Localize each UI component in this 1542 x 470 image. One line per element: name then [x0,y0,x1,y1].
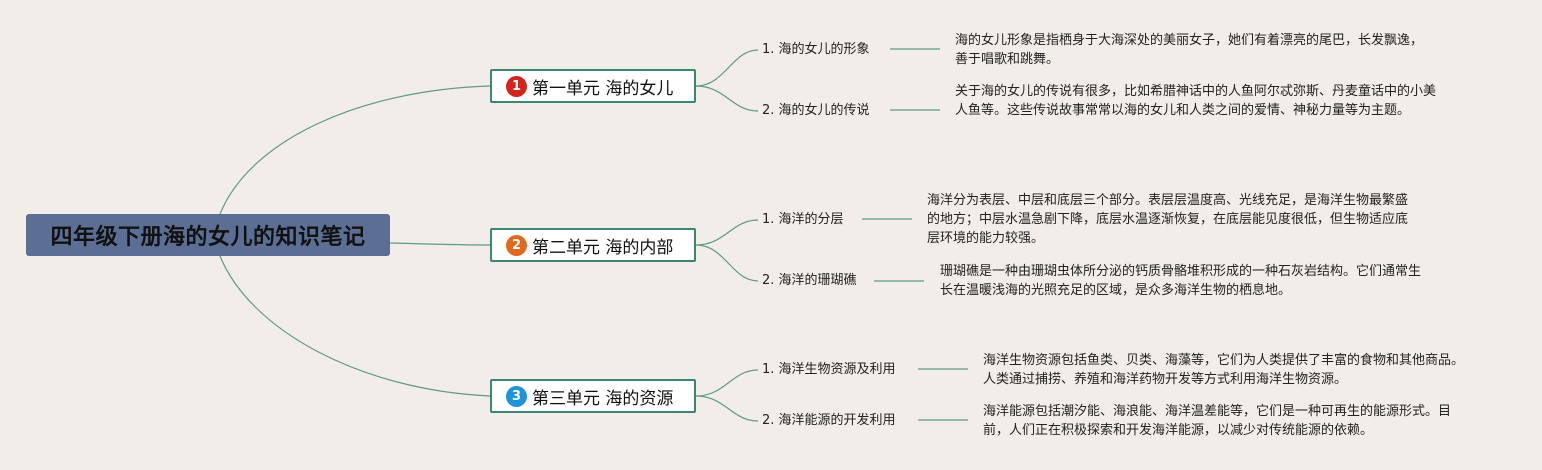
unit-1-topic-1[interactable]: 1. 海的女儿的形象 [762,42,870,57]
unit-2-topic-1-note: 海洋分为表层、中层和底层三个部分。表层层温度高、光线充足，是海洋生物最繁盛的地方… [927,193,1409,246]
unit-1-topic-2-note: 关于海的女儿的传说有很多，比如希腊神话中的人鱼阿尔忒弥斯、丹麦童话中的小美人鱼等… [955,84,1437,118]
unit-1-topic-2[interactable]: 2. 海的女儿的传说 [762,103,870,118]
unit-3-topic-1[interactable]: 1. 海洋生物资源及利用 [762,362,896,377]
root-node[interactable]: 四年级下册海的女儿的知识笔记 [26,214,390,256]
root-title: 四年级下册海的女儿的知识笔记 [50,225,366,250]
connector-root-unit-3 [219,255,491,397]
connector-unit-2-topic-1 [695,219,759,246]
unit-2-node[interactable]: 2 第二单元 海的内部 [490,228,696,262]
unit-2-topic-1[interactable]: 1. 海洋的分层 [762,212,844,227]
unit-2-number-badge: 2 [506,234,527,256]
unit-3-topic-2-note: 海洋能源包括潮汐能、海浪能、海洋温差能等，它们是一种可再生的能源形式。目前，人们… [983,404,1452,438]
unit-2-title: 第二单元 海的内部 [532,237,674,258]
connector-unit-2-topic-2 [695,244,759,282]
connector-unit-3-topic-2 [695,395,759,422]
connector-unit-3-topic-1 [695,369,759,397]
unit-3-number-badge: 3 [506,385,527,407]
unit-1-title: 第一单元 海的女儿 [532,78,674,99]
unit-3-topic-2[interactable]: 2. 海洋能源的开发利用 [762,413,896,428]
unit-1-number-badge: 1 [506,75,527,97]
connector-unit-1-topic-1 [695,49,759,87]
unit-1-topic-1-note: 海的女儿形象是指栖身于大海深处的美丽女子，她们有着漂亮的尾巴，长发飘逸，善于唱歌… [955,33,1424,67]
connector-root-unit-2 [389,242,491,246]
unit-3-title: 第三单元 海的资源 [532,388,674,409]
connector-root-unit-1 [219,85,491,215]
unit-3-node[interactable]: 3 第三单元 海的资源 [490,379,696,413]
unit-2-topic-2-note: 珊瑚礁是一种由珊瑚虫体所分泌的钙质骨骼堆积形成的一种石灰岩结构。它们通常生长在温… [940,264,1422,298]
unit-3-topic-1-note: 海洋生物资源包括鱼类、贝类、海藻等，它们为人类提供了丰富的食物和其他商品。人类通… [983,353,1465,387]
unit-1-node[interactable]: 1 第一单元 海的女儿 [490,69,696,103]
unit-2-topic-2[interactable]: 2. 海洋的珊瑚礁 [762,273,857,288]
connector-unit-1-topic-2 [695,85,759,112]
